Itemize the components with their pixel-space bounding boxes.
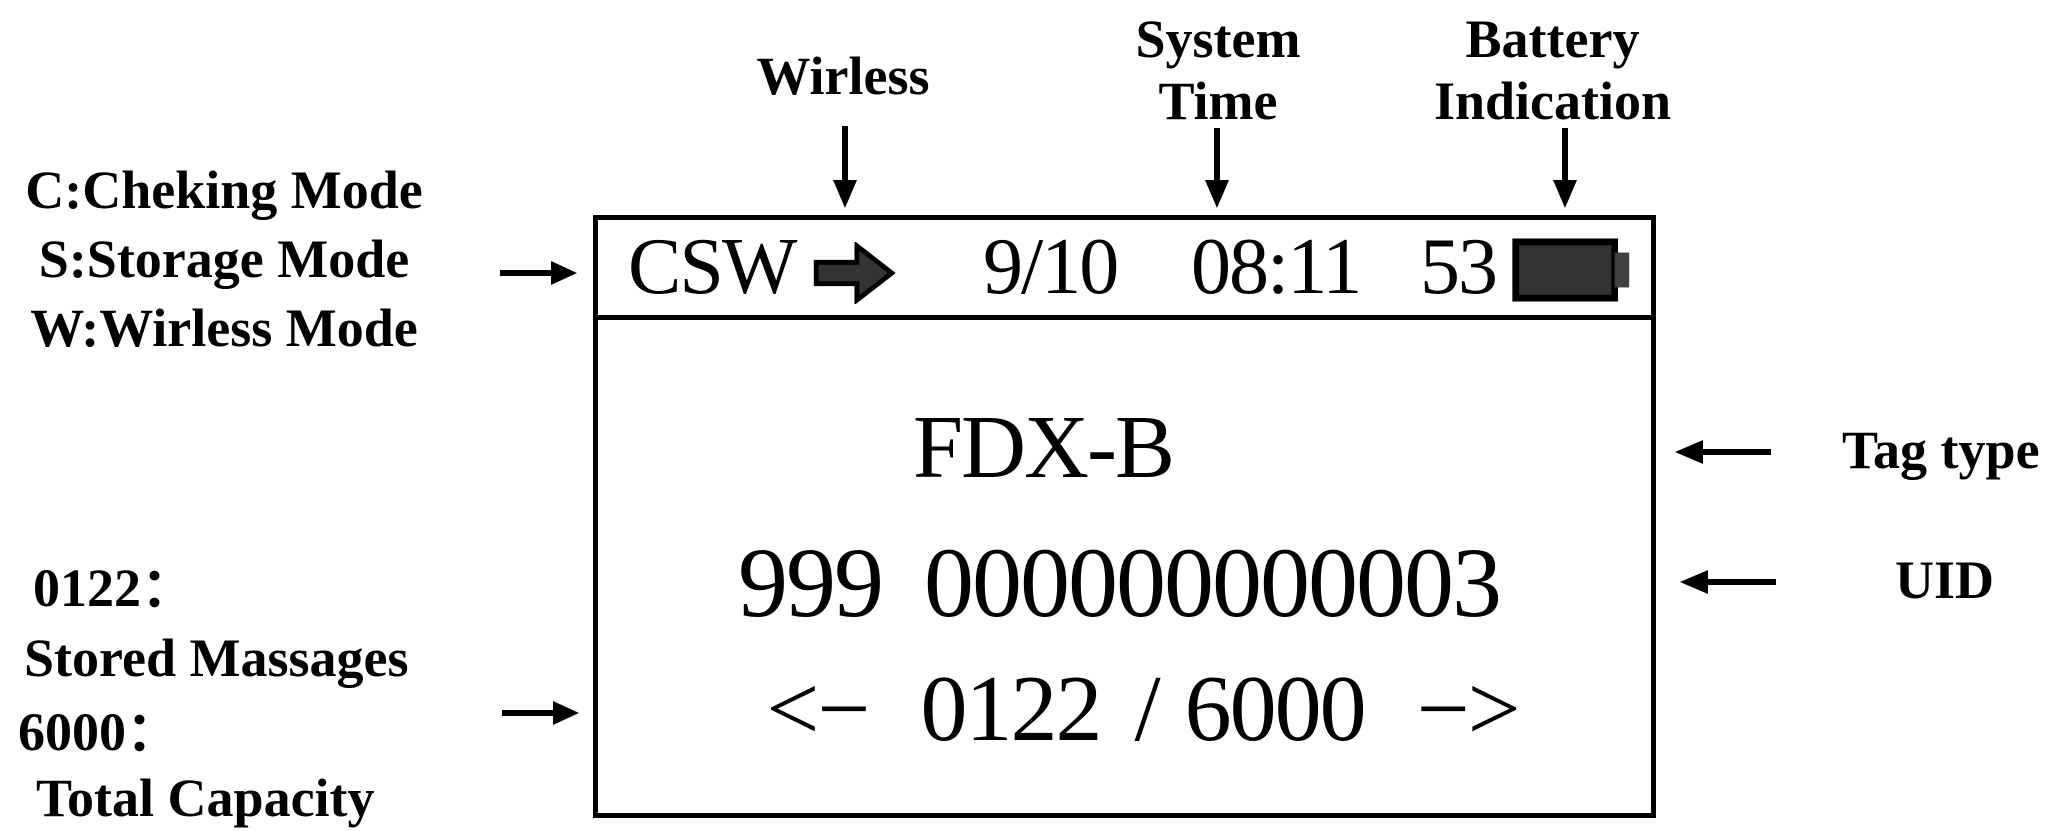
tag-type-value: FDX-B (913, 398, 1175, 497)
system-time-callout-line1: System (1135, 9, 1301, 69)
uid-prefix: 999 (738, 527, 884, 638)
left-arrow-icon (1680, 570, 1776, 594)
record-nav-line: <− 0122 /6000 −> (616, 657, 1669, 761)
nav-prev-arrow: <− (766, 657, 870, 761)
nav-next-arrow: −> (1416, 657, 1521, 761)
right-arrow-icon (500, 261, 577, 285)
uid-value: 999 000000000003 (738, 527, 1502, 638)
system-time-callout-line2: Time (1158, 71, 1278, 131)
capacity-count-callout: 6000： (18, 702, 180, 762)
total-capacity-callout: Total Capacity (36, 768, 375, 828)
down-arrow-icon (1205, 128, 1229, 208)
stored-count-callout: 0122： (33, 558, 195, 618)
tag-type-callout: Tag type (1842, 420, 2040, 480)
mode-legend-wireless: W:Wirless Mode (30, 298, 418, 358)
battery-indication-callout-line1: Battery (1465, 9, 1640, 69)
system-time-callout: System Time (1118, 8, 1318, 132)
uid-digits: 000000000003 (924, 527, 1502, 638)
battery-percent: 53 (1420, 223, 1498, 311)
left-arrow-icon (1675, 440, 1771, 464)
mode-legend: C:Cheking Mode S:Storage Mode W:Wirless … (0, 156, 448, 363)
total-capacity-value: 6000 (1184, 657, 1367, 761)
status-time: 08:11 (1191, 223, 1362, 311)
uid-callout: UID (1895, 550, 1995, 610)
down-arrow-icon (1553, 128, 1577, 208)
nav-separator: / (1134, 657, 1160, 761)
status-bar: CSW 9/10 08:11 53 (598, 220, 1651, 320)
transmit-arrow-icon (813, 242, 896, 304)
stored-count-value: 0122 (920, 657, 1102, 761)
battery-indication-callout: Battery Indication (1405, 8, 1700, 132)
battery-indication-callout-line2: Indication (1433, 71, 1672, 131)
status-date: 9/10 (983, 223, 1119, 311)
mode-legend-checking: C:Cheking Mode (25, 160, 423, 220)
down-arrow-icon (833, 126, 857, 208)
right-arrow-icon (502, 701, 579, 725)
mode-legend-storage: S:Storage Mode (38, 229, 410, 289)
battery-icon (1512, 238, 1630, 302)
stored-messages-callout: Stored Massages (24, 628, 409, 688)
status-mode-letters: CSW (628, 223, 797, 311)
wireless-callout: Wirless (756, 46, 930, 106)
